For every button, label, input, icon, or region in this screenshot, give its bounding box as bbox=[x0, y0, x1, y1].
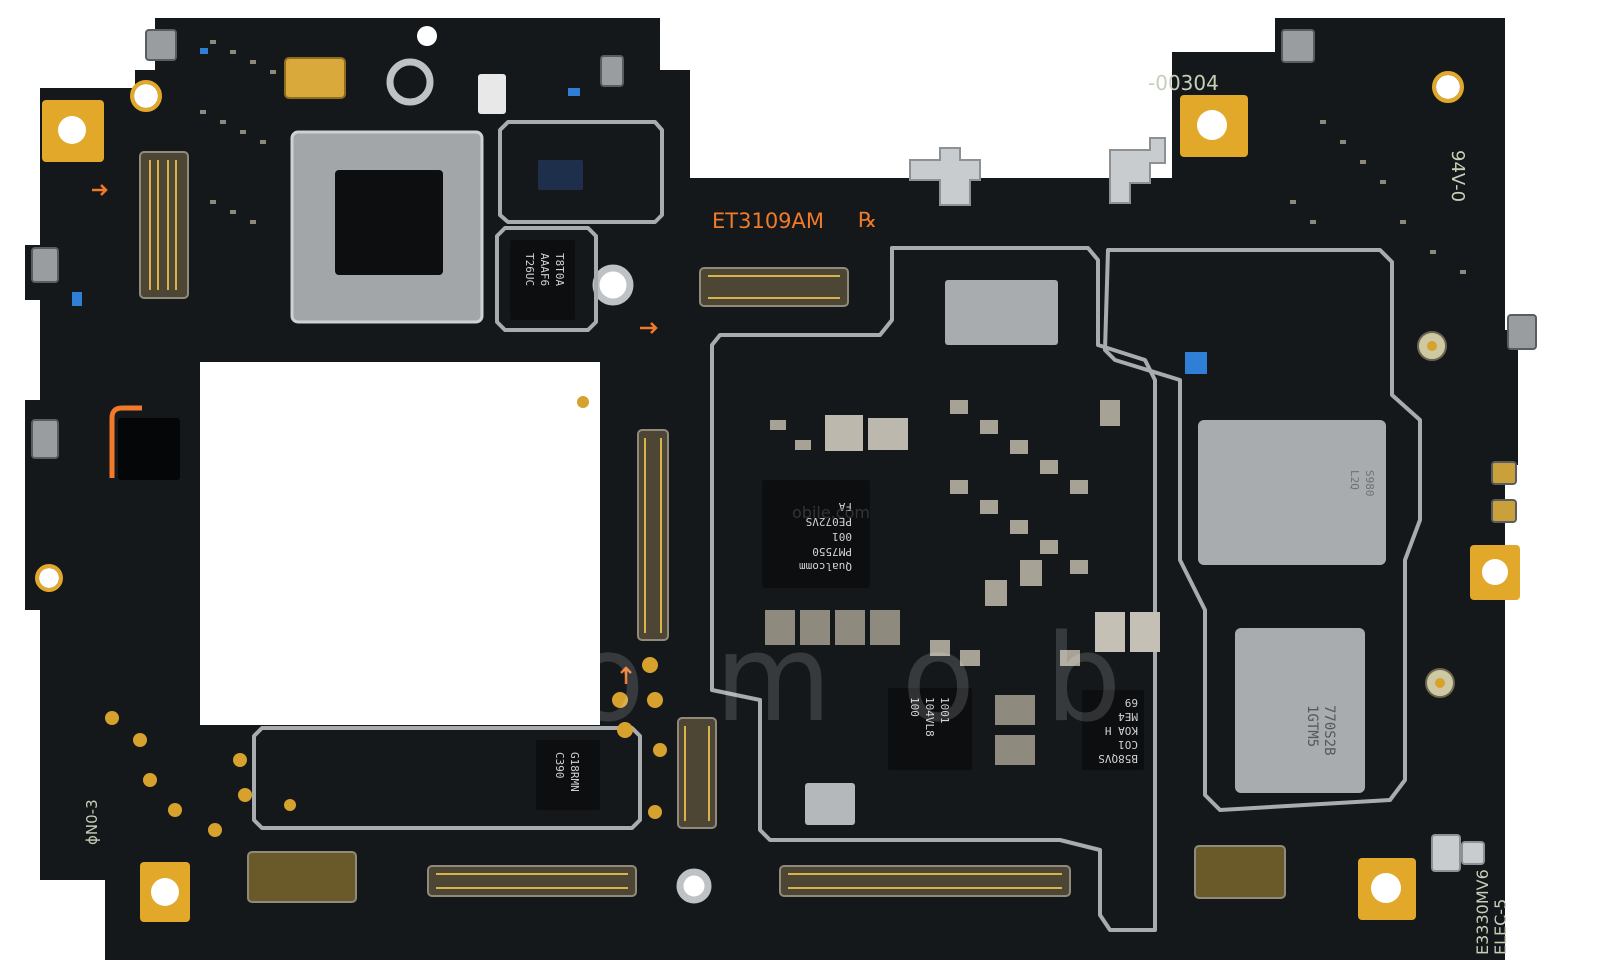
bottom-right-code-2: ELEC-5 bbox=[1491, 899, 1510, 955]
right-lower-line-1: 1GTM5 bbox=[1304, 705, 1320, 747]
blue-components bbox=[72, 48, 1207, 374]
bottom-mid-right-chip bbox=[1082, 690, 1144, 770]
board-cutout bbox=[200, 362, 600, 725]
microphone-module bbox=[284, 57, 346, 99]
rf-module-lower bbox=[1235, 628, 1365, 793]
thermal-pad bbox=[118, 418, 180, 480]
mounting-holes bbox=[39, 26, 1508, 906]
pmic-line-0: Qualcomm bbox=[799, 560, 852, 573]
rf-module-upper bbox=[1198, 420, 1386, 565]
right-upper-line-0: S980 bbox=[1363, 470, 1376, 497]
spring-contacts bbox=[909, 137, 1485, 872]
hole-rings-silver bbox=[386, 58, 712, 904]
bottom-right-code-1: E3330MV6 bbox=[1473, 869, 1492, 955]
camera-power-chip bbox=[538, 160, 583, 190]
top-left-line-1: AAAF6 bbox=[538, 253, 551, 286]
right-vertical-code: 94V-0 bbox=[1447, 150, 1468, 202]
top-left-chip-marking: T8T0A AAAF6 T26UC bbox=[523, 253, 566, 286]
smd-dots bbox=[200, 40, 1466, 274]
bmr-line-2: KOA H bbox=[1105, 724, 1138, 737]
pmic-line-1: PM7550 bbox=[812, 545, 852, 558]
watermark-site: obile.com bbox=[792, 503, 870, 522]
watermark-letters: ictomob bbox=[215, 610, 1191, 749]
pmic-line-2: 001 bbox=[832, 530, 852, 543]
bottom-left-chip-marking: G18RMN C390 bbox=[553, 752, 581, 792]
center-bottom-chip-marking: 1001 104VL8 100 bbox=[908, 697, 951, 737]
left-bottom-code: ɸN0-3 bbox=[83, 799, 101, 845]
side-contacts bbox=[31, 29, 1537, 523]
bottom-left-line-1: C390 bbox=[553, 752, 566, 779]
bottom-left-shield-lid bbox=[805, 783, 855, 825]
right-upper-line-1: L2Q bbox=[1348, 470, 1361, 490]
bottom-left-line-0: G18RMN bbox=[568, 752, 581, 792]
pmic-marking: Qualcomm PM7550 001 PE072VS FA bbox=[799, 500, 852, 573]
pmic-line-3: PE072VS bbox=[806, 515, 852, 528]
hole-rings bbox=[35, 71, 1464, 592]
center-bottom-line-2: 100 bbox=[908, 697, 921, 717]
bottom-left-chip bbox=[536, 740, 600, 810]
right-lower-marking: 770S2B 1GTM5 bbox=[1304, 705, 1337, 756]
center-bottom-line-0: 1001 bbox=[938, 697, 951, 724]
pmic-chip bbox=[762, 480, 870, 588]
silkscreen-bracket bbox=[109, 405, 142, 478]
top-left-line-2: T26UC bbox=[523, 253, 536, 286]
bmr-line-4: 69 bbox=[1125, 696, 1138, 709]
center-bottom-chip bbox=[888, 688, 972, 770]
connector-pins bbox=[149, 160, 1062, 889]
center-bottom-line-1: 104VL8 bbox=[923, 697, 936, 737]
bmr-line-1: CO1 bbox=[1118, 738, 1138, 751]
bottom-mid-right-chip-marking: B58QVS CO1 KOA H ME4 69 bbox=[1098, 696, 1138, 765]
top-left-line-0: T8T0A bbox=[553, 253, 566, 286]
top-right-code: -00304 bbox=[1148, 71, 1219, 95]
passive-components bbox=[765, 400, 1160, 765]
bmr-line-0: B58QVS bbox=[1098, 752, 1138, 765]
microphone-port bbox=[478, 74, 506, 114]
antenna-center-pins bbox=[1427, 341, 1445, 688]
pmic-line-4: FA bbox=[838, 500, 852, 513]
upper-shield-lid bbox=[945, 280, 1058, 345]
top-left-chip bbox=[510, 240, 575, 320]
test-pads bbox=[105, 396, 667, 837]
board-label: ET3109AM bbox=[712, 209, 824, 233]
camera-sensor-chip bbox=[335, 170, 443, 275]
silkscreen-arrows bbox=[92, 184, 658, 684]
shield-frames bbox=[252, 120, 1422, 932]
ul-mark: ℞ bbox=[858, 208, 877, 232]
right-upper-marking: S980 L2Q bbox=[1348, 470, 1376, 497]
bmr-line-3: ME4 bbox=[1118, 710, 1138, 723]
right-lower-line-0: 770S2B bbox=[1321, 705, 1337, 756]
